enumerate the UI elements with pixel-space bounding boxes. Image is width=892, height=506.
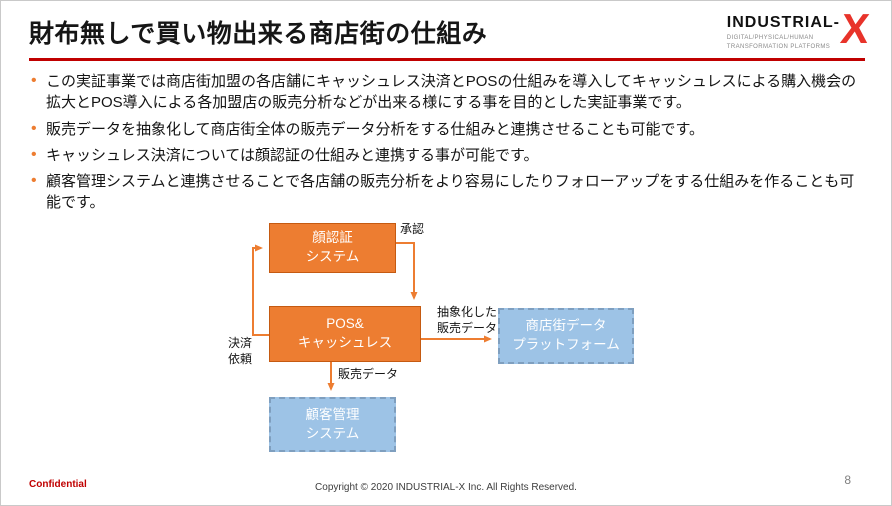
box-label-line: プラットフォーム: [512, 337, 620, 352]
edge-label-line: 販売データ: [437, 320, 498, 335]
logo-tagline-line2: TRANSFORMATION PLATFORMS: [726, 43, 831, 50]
confidential-marking: Confidential: [29, 479, 87, 490]
box-label-line: 顔認証: [312, 230, 353, 246]
arrow-approval: [396, 242, 418, 300]
logo-text-block: INDUSTRIAL- DIGITAL/PHYSICAL/HUMAN TRANS…: [727, 11, 840, 51]
bullet-text: 顧客管理システムと連携させることで各店舗の販売分析をより容易にしたりフォローアッ…: [46, 173, 855, 212]
bullet-item: 販売データを抽象化して商店街全体の販売データ分析をする仕組みと連携させることも可…: [29, 118, 867, 141]
arrow-payment-request: [252, 244, 269, 336]
box-pos-cashless: POS& キャッシュレス: [269, 306, 421, 362]
page-number: 8: [844, 473, 851, 487]
logo-wordmark: INDUSTRIAL-: [726, 14, 840, 31]
title-underline: [29, 58, 865, 61]
edge-label-line: 抽象化した: [437, 305, 498, 319]
bullet-item: キャッシュレス決済については顔認証の仕組みと連携する事が可能です。: [29, 144, 867, 167]
box-label-line: 顧客管理: [305, 406, 360, 422]
copyright-notice: Copyright © 2020 INDUSTRIAL-X Inc. All R…: [315, 482, 577, 493]
box-street-data-platform: 商店街データ プラットフォーム: [498, 308, 634, 364]
bullet-list: この実証事業では商店街加盟の各店舗にキャッシュレス決済とPOSの仕組みを導入して…: [29, 70, 867, 219]
page-title: 財布無しで買い物出来る商店街の仕組み: [29, 20, 488, 48]
edge-label-line: 依頼: [228, 351, 253, 366]
logo-tagline-line1: DIGITAL/PHYSICAL/HUMAN: [726, 35, 814, 41]
box-face-auth-system: 顔認証 システム: [269, 223, 396, 273]
box-label-line: 商店街データ: [525, 318, 607, 334]
edge-label-approval: 承認: [400, 222, 425, 236]
bullet-text: キャッシュレス決済については顔認証の仕組みと連携する事が可能です。: [46, 146, 539, 164]
bullet-text: 販売データを抽象化して商店街全体の販売データ分析をする仕組みと連携させることも可…: [46, 120, 705, 138]
bullet-text: この実証事業では商店街加盟の各店舗にキャッシュレス決済とPOSの仕組みを導入して…: [46, 73, 857, 112]
bullet-item: 顧客管理システムと連携させることで各店舗の販売分析をより容易にしたりフォローアッ…: [29, 170, 867, 214]
edge-label-abstracted-sales: 抽象化した 販売データ: [437, 305, 497, 336]
logo-tagline: DIGITAL/PHYSICAL/HUMAN TRANSFORMATION PL…: [727, 34, 830, 51]
box-label-line: システム: [305, 425, 360, 441]
edge-label-sales-data: 販売データ: [338, 367, 399, 381]
logo-x-glyph: X: [838, 5, 872, 52]
bullet-item: この実証事業では商店街加盟の各店舗にキャッシュレス決済とPOSの仕組みを導入して…: [29, 70, 867, 114]
edge-label-payment-request: 決済 依頼: [228, 336, 252, 367]
edge-label-line: 決済: [228, 336, 253, 350]
box-label-line: POS&: [326, 316, 364, 332]
box-customer-management: 顧客管理 システム: [269, 397, 396, 452]
box-label-line: システム: [305, 249, 360, 264]
box-label-line: キャッシュレス: [297, 335, 393, 350]
industrial-x-logo: INDUSTRIAL- DIGITAL/PHYSICAL/HUMAN TRANS…: [727, 5, 872, 52]
